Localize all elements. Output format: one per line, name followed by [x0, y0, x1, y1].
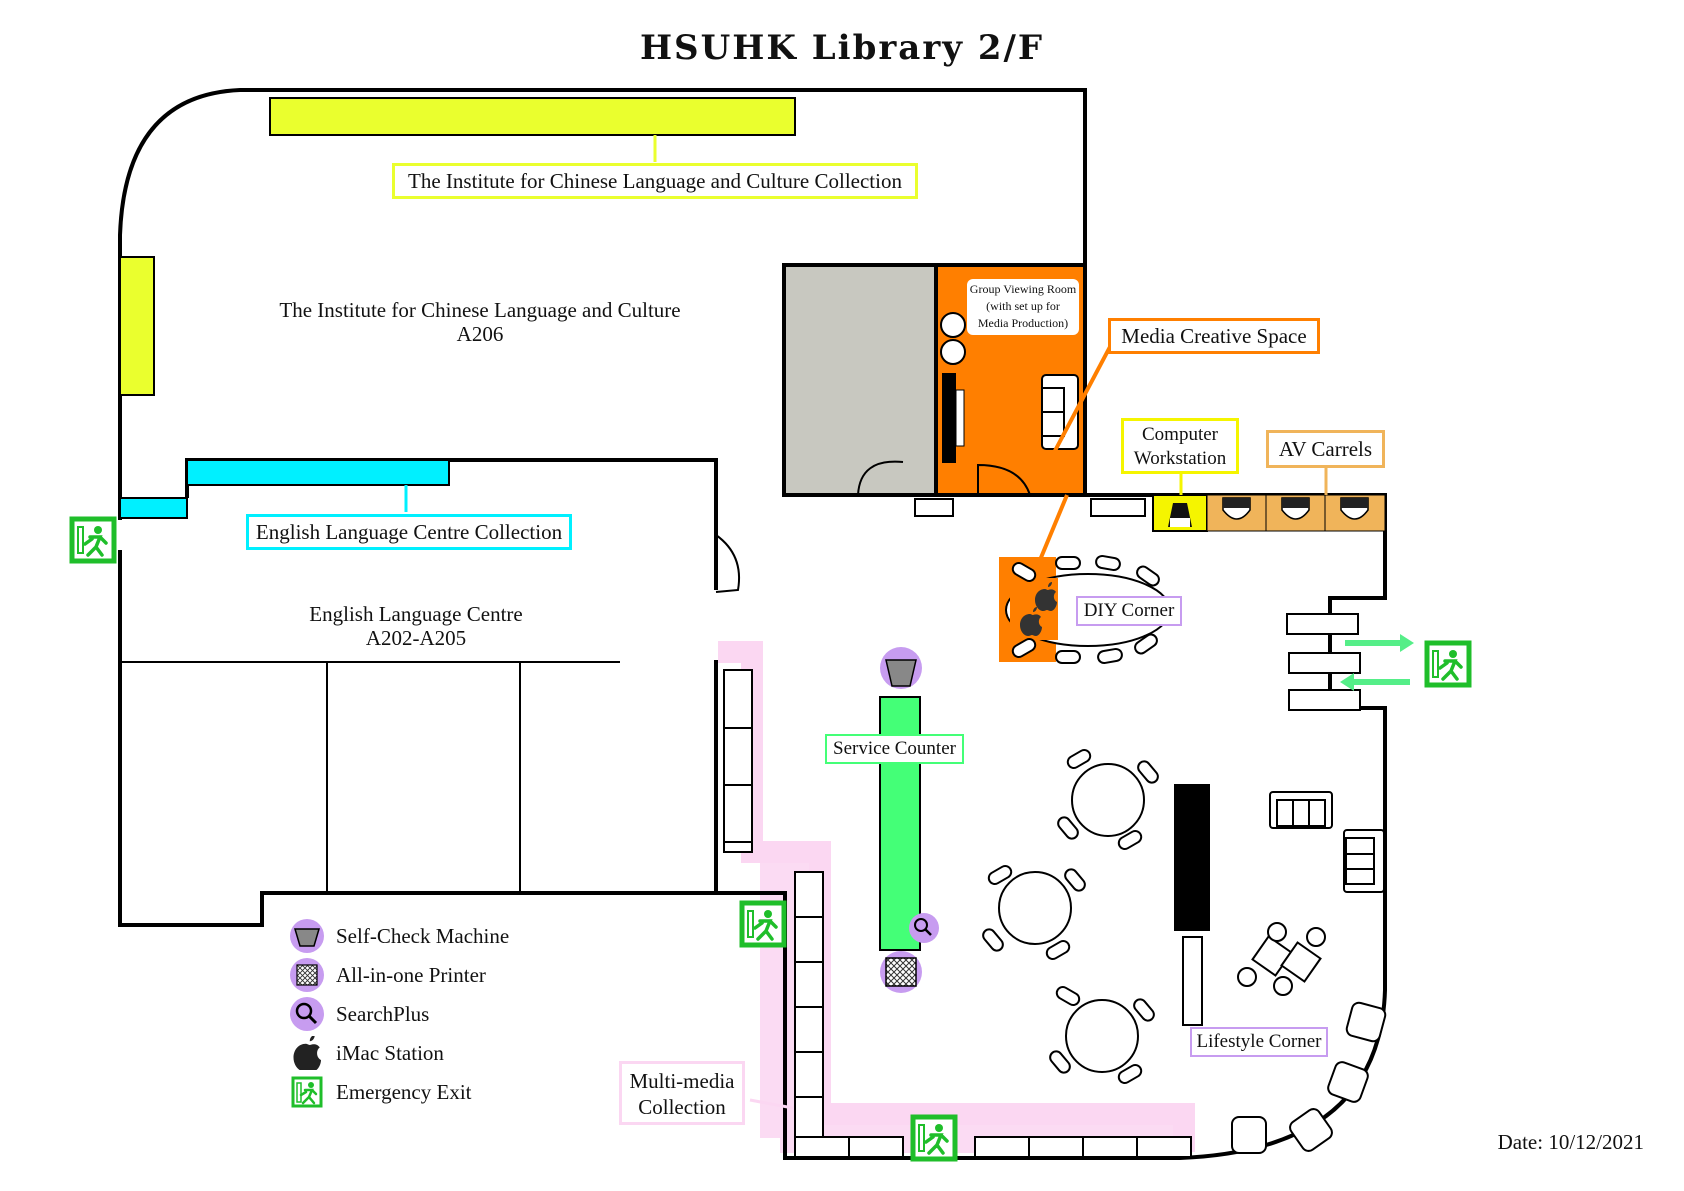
lifestyle-corner-label: Lifestyle Corner [1190, 1027, 1328, 1057]
self-check-icon [290, 919, 324, 953]
page-title: HSUHK Library 2/F [639, 28, 1045, 68]
av-carrels-desks [1206, 494, 1386, 532]
legend-label: Self-Check Machine [336, 923, 510, 948]
iclc-shelf-top [269, 97, 796, 136]
multimedia-line-1: Multi-media [629, 1069, 735, 1093]
emergency-exit-south [913, 1117, 955, 1159]
legend-item-imac: iMac Station [290, 1035, 444, 1071]
multimedia-line-2: Collection [638, 1095, 726, 1119]
emergency-exit-southwest [742, 903, 784, 945]
printer-icon [290, 958, 324, 992]
elc-collection-label: English Language Centre Collection [246, 514, 572, 550]
elc-shelf-left [119, 497, 188, 519]
group-viewing-line-2: (with set up for [986, 299, 1060, 313]
group-viewing-room-label: Group Viewing Room (with set up for Medi… [967, 279, 1079, 335]
emergency-exit-west [72, 519, 114, 561]
date-value: 10/12/2021 [1548, 1130, 1644, 1154]
emergency-exit-east [1427, 643, 1469, 685]
computer-workstation-label: Computer Workstation [1121, 418, 1239, 474]
legend-label: SearchPlus [336, 1001, 430, 1026]
apple-icon [293, 1036, 321, 1070]
round-table-1 [1054, 746, 1162, 853]
service-counter-label: Service Counter [825, 734, 964, 764]
media-creative-space-label: Media Creative Space [1108, 318, 1320, 354]
iclc-room-code: A206 [456, 322, 504, 346]
round-table-3 [1046, 983, 1158, 1087]
iclc-shelf-left [119, 256, 155, 396]
searchplus-icon [290, 997, 324, 1031]
group-viewing-line-3: Media Production) [977, 316, 1069, 330]
iclc-room-name: The Institute for Chinese Language and C… [279, 298, 681, 322]
legend-label: iMac Station [336, 1040, 444, 1065]
group-viewing-line-1: Group Viewing Room [969, 282, 1077, 296]
legend-item-emergency-exit: Emergency Exit [290, 1074, 472, 1110]
elc-room-name: English Language Centre [309, 602, 523, 626]
diy-corner-label: DIY Corner [1076, 596, 1182, 626]
legend-item-printer: All-in-one Printer [290, 957, 486, 993]
multimedia-collection-label: Multi-media Collection [619, 1061, 745, 1125]
elc-shelf-top [186, 459, 450, 486]
elc-room-label: English Language Centre A202-A205 [256, 602, 576, 650]
iclc-room-wall [118, 88, 1087, 485]
square-tables [1237, 922, 1326, 996]
searchplus-map-icon [909, 913, 939, 943]
round-table-2 [979, 862, 1089, 963]
computer-workstation-line-1: Computer [1142, 424, 1218, 445]
sofa-icon [1041, 374, 1079, 450]
black-partition [1174, 784, 1210, 931]
legend-item-searchplus: SearchPlus [290, 996, 429, 1032]
elc-room-code: A202-A205 [365, 626, 467, 650]
legend-label: All-in-one Printer [336, 962, 486, 987]
multimedia-zone [718, 652, 1185, 1153]
date-stamp: Date: 10/12/2021 [1498, 1130, 1644, 1155]
lounge-sofas [1269, 791, 1385, 893]
multimedia-shelves [723, 669, 1192, 1158]
iclc-room-label: The Institute for Chinese Language and C… [260, 298, 700, 346]
iclc-collection-label: The Institute for Chinese Language and C… [392, 163, 918, 199]
legend-item-self-check: Self-Check Machine [290, 918, 509, 954]
gray-room [782, 263, 938, 497]
date-label: Date: [1497, 1130, 1544, 1154]
av-carrels-label: AV Carrels [1266, 430, 1385, 468]
emergency-exit-icon [291, 1076, 323, 1108]
soft-seats [1231, 1001, 1387, 1154]
legend-label: Emergency Exit [336, 1079, 472, 1104]
computer-workstation-line-2: Workstation [1133, 448, 1227, 469]
